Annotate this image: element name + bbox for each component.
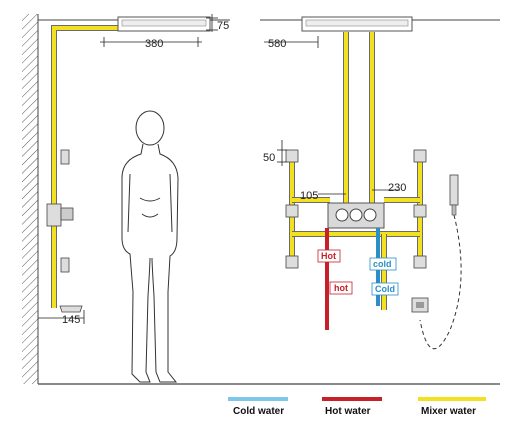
hot-label-upper: Hot (317, 249, 341, 263)
wall-hatching-icon (22, 14, 39, 384)
body-jet-icon (60, 149, 70, 273)
svg-text:Cold water: Cold water (233, 406, 284, 417)
svg-text:230: 230 (388, 182, 406, 194)
legend-item-mixer: Mixer water (418, 397, 486, 417)
dim-left-panel-offset: 380 (100, 37, 202, 50)
wall-valve-icon (46, 203, 74, 227)
dim-valve-right: 230 (372, 182, 406, 194)
svg-text:Cold: Cold (375, 284, 395, 294)
water-outlet-icon (411, 297, 429, 313)
svg-text:145: 145 (62, 314, 80, 326)
legend: Cold water Hot water Mixer water (228, 397, 486, 417)
hot-label-lower: hot (329, 281, 353, 295)
svg-text:Hot water: Hot water (325, 406, 371, 417)
svg-text:380: 380 (145, 38, 163, 50)
svg-text:105: 105 (300, 190, 318, 202)
dim-wall-outlet: 145 (38, 310, 85, 326)
rain-shower-panel-icon (117, 16, 211, 32)
dim-nozzle-spacing: 50 (263, 140, 287, 166)
legend-item-cold: Cold water (228, 397, 288, 417)
cold-label-upper: cold (369, 257, 397, 271)
svg-text:75: 75 (217, 20, 229, 32)
hand-shower-icon (449, 174, 459, 216)
mixing-valve-icon (327, 202, 385, 229)
svg-text:50: 50 (263, 152, 275, 164)
hand-shower-hose (419, 214, 462, 350)
dim-ceiling-drop: 75 (206, 14, 229, 32)
svg-text:hot: hot (334, 283, 348, 293)
svg-text:Mixer water: Mixer water (421, 406, 476, 417)
cold-label-lower: Cold (371, 282, 399, 296)
rain-shower-panel-icon (301, 16, 413, 32)
svg-text:cold: cold (373, 259, 392, 269)
human-figure-icon (121, 110, 179, 383)
water-outlet-icon (59, 305, 83, 313)
body-jet-icon (285, 149, 427, 269)
legend-item-hot: Hot water (322, 397, 382, 417)
dim-right-panel-offset: 580 (264, 36, 319, 50)
svg-text:Hot: Hot (321, 251, 336, 261)
svg-text:580: 580 (268, 38, 286, 50)
mixer-pipe-network (289, 32, 423, 310)
dim-valve-left: 105 (300, 190, 346, 202)
